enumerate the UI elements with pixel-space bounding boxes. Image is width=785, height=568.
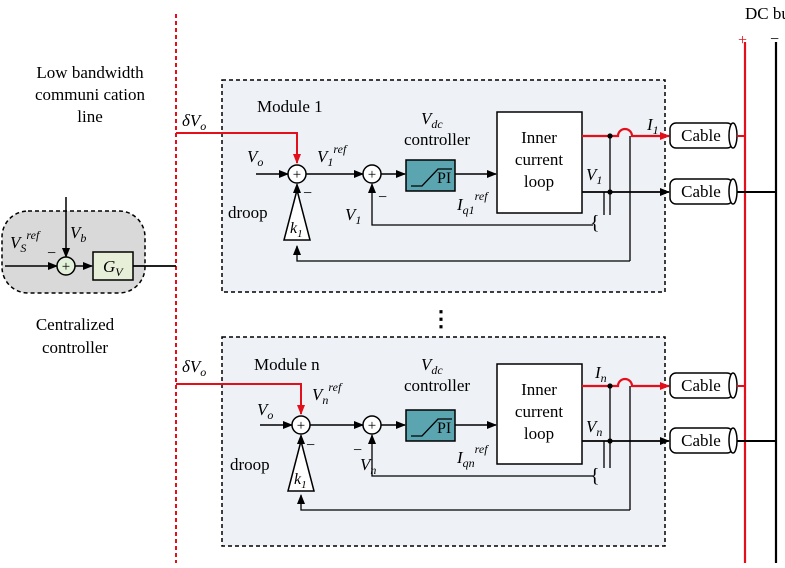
- module-1-inner-line-1: Inner: [521, 128, 557, 147]
- module-1-brace: {: [590, 212, 600, 234]
- module-n-inner-line-2: current: [515, 402, 563, 421]
- module-1-inner-line-2: current: [515, 150, 563, 169]
- module-1-cable-1-label: Cable: [681, 126, 721, 145]
- module-n-inner-line-1: Inner: [521, 380, 557, 399]
- gv-label: GV: [103, 257, 124, 279]
- centralized-label-1: Centralized: [36, 315, 115, 334]
- module-1-cable-1-end: [728, 122, 738, 149]
- module-1-pi-label: PI: [437, 170, 451, 187]
- module-1-delta-vo-label: δVo: [182, 111, 206, 133]
- module-1-droop-minus: −: [303, 185, 312, 202]
- dc-bus-minus: −: [770, 31, 779, 48]
- module-n-controller-label: controller: [404, 376, 470, 395]
- module-n-cable-2-end: [728, 427, 738, 454]
- module-n-delta-vo-label: δVo: [182, 357, 206, 379]
- module-1-vref-label: V1ref: [317, 142, 348, 169]
- module-n: Module n δVo Vo + − Vnref + − Vdc contro…: [176, 336, 776, 547]
- module-n-droop-feedback: [297, 494, 630, 511]
- module-n-voltage-sum-plus: +: [368, 418, 376, 434]
- comm-line-label-3: line: [77, 107, 103, 126]
- module-n-droop-minus: −: [306, 437, 315, 454]
- module-1-cable-2: Cable: [669, 178, 776, 205]
- module-1-droop-gain: [283, 187, 311, 241]
- centralized-label-2: controller: [42, 338, 108, 357]
- module-n-droop-label: droop: [230, 455, 270, 474]
- module-n-cable-2-label: Cable: [681, 431, 721, 450]
- central-minus-sign: −: [47, 245, 56, 262]
- module-1-voltage-minus: −: [378, 189, 387, 206]
- module-n-voltage-feedback: [368, 434, 593, 477]
- comm-line-label-1: Low bandwidth: [36, 63, 144, 82]
- module-1-droop-feedback: [293, 245, 630, 262]
- module-1-voltage-sum-plus: +: [368, 167, 376, 183]
- vb-label: Vb: [70, 223, 86, 245]
- more-modules-ellipsis: ⋮: [430, 306, 452, 331]
- module-n-current-output: [582, 377, 670, 390]
- module-n-pi-curve: [411, 418, 452, 437]
- module-1-current-label: I1: [646, 115, 659, 137]
- module-n-cable-1: Cable: [669, 372, 745, 399]
- module-n-inner-current-loop: [496, 363, 583, 465]
- module-1-inner-current-loop: [496, 111, 583, 214]
- module-1-droop-sum-plus: +: [293, 167, 301, 183]
- module-n-vdc-label: Vdc: [421, 355, 443, 377]
- module-1-inner-line-3: loop: [524, 172, 554, 191]
- module-n-brace: {: [590, 465, 600, 487]
- module-1: Module 1 δVo Vo + − V1ref + − Vdc contro…: [176, 79, 776, 293]
- central-sum-plus: +: [62, 259, 70, 275]
- module-n-cable-1-end: [728, 372, 738, 399]
- module-1-cable-1: Cable: [669, 122, 745, 149]
- module-1-iqref-label: Iq1ref: [456, 189, 489, 217]
- gv-block: [92, 251, 134, 281]
- module-n-delta-vo-signal: [176, 383, 305, 415]
- module-n-vo-label: Vo: [257, 400, 273, 422]
- module-n-inner-line-3: loop: [524, 424, 554, 443]
- module-n-cable-2: Cable: [669, 427, 776, 454]
- module-1-current-output: [582, 127, 670, 140]
- module-n-title: Module n: [254, 355, 320, 374]
- module-1-delta-vo-signal: [176, 132, 301, 164]
- module-1-k-label: k1: [290, 220, 303, 240]
- dc-bus-plus: +: [738, 32, 747, 49]
- module-n-voltage-minus: −: [353, 442, 362, 459]
- module-1-vo-label: Vo: [247, 147, 263, 169]
- vs-ref-label: VSref: [10, 228, 41, 255]
- module-n-droop-sum-plus: +: [297, 418, 305, 434]
- module-n-vref-label: Vnref: [312, 380, 343, 407]
- module-1-vdc-label: Vdc: [421, 109, 443, 131]
- module-1-cable-2-label: Cable: [681, 182, 721, 201]
- comm-line-label-2: communi cation: [35, 85, 146, 104]
- module-1-cable-2-end: [728, 178, 738, 205]
- module-1-voltage-feedback: [368, 183, 593, 226]
- module-n-current-label: In: [594, 363, 607, 385]
- module-n-droop-gain: [287, 438, 315, 492]
- module-1-vmeas-label: V1: [586, 165, 602, 187]
- module-1-title: Module 1: [257, 97, 323, 116]
- module-n-cable-1-label: Cable: [681, 376, 721, 395]
- module-n-vfb-label: Vn: [360, 455, 376, 477]
- module-1-controller-label: controller: [404, 130, 470, 149]
- dc-bus: DC bus + −: [738, 4, 785, 563]
- centralized-controller: VSref Vb − + GV Centralized controller: [1, 197, 176, 357]
- module-n-pi-label: PI: [437, 420, 451, 437]
- module-1-droop-label: droop: [228, 203, 268, 222]
- communication-line: Low bandwidth communi cation line: [35, 14, 177, 563]
- module-1-vfb-label: V1: [345, 205, 361, 227]
- module-n-vmeas-label: Vn: [586, 417, 602, 439]
- dc-bus-label: DC bus: [745, 4, 785, 23]
- module-n-iqref-label: Iqnref: [456, 442, 489, 470]
- module-1-pi-curve: [411, 168, 452, 187]
- module-n-k-label: k1: [294, 471, 307, 491]
